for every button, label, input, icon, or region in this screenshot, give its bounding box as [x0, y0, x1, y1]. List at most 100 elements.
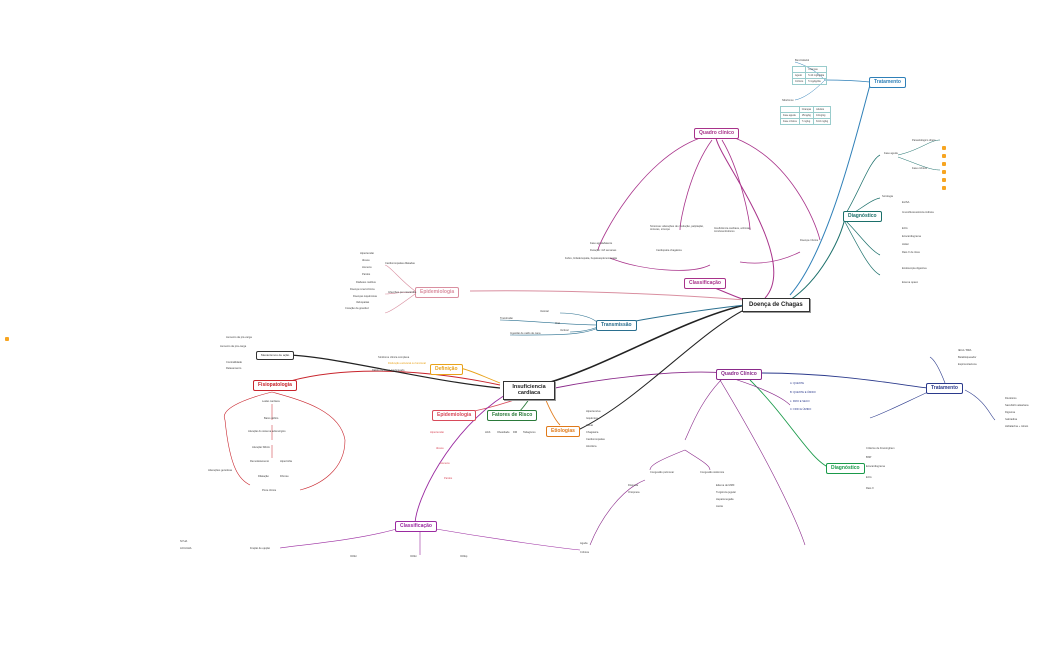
edge-diag-5	[897, 139, 941, 156]
topic-mecanismos[interactable]: Mecanismos de ação	[256, 351, 295, 360]
edge-icqc-4	[684, 449, 711, 471]
fisio-leaf: Ativação do sistema adrenérgico	[248, 430, 286, 433]
edge-class-3	[429, 527, 581, 551]
diag-leaf: Endoscopia digestiva	[902, 267, 927, 270]
et-leaf: Isquêmica	[586, 417, 598, 420]
ictrat-leaf: Hidralazina + nitrato	[1005, 425, 1029, 428]
mec-leaf: Contratilidade	[226, 361, 243, 364]
edge-central-epidemiologia	[469, 290, 746, 301]
central-topic-insuficiencia[interactable]: Insuficiencia cardiaca	[503, 381, 555, 400]
topic-quadro-clinico-chagas[interactable]: Quadro clínico	[694, 128, 740, 139]
edge-central-quadro-clinico	[715, 137, 775, 299]
edge-qc-1	[597, 137, 701, 251]
epi-leaf: Infecções por miocardite	[388, 291, 417, 294]
edge-ictrat-1	[869, 391, 929, 419]
fr-leaf: Obesidade	[497, 431, 510, 434]
icqc-leaf: Ascite	[716, 505, 724, 508]
epi-leaf: Valvopatias	[356, 301, 370, 304]
topic-epidemiologia-chagas[interactable]: Epidemiologia	[415, 287, 460, 298]
topic-fatores-risco[interactable]: Fatores de Risco	[487, 410, 538, 421]
ictrat-leaf: IECA / BRA	[958, 349, 972, 352]
topic-classificacao-ic[interactable]: Classificação	[395, 521, 437, 532]
icclass-leaf: Aguda	[580, 542, 588, 545]
edge-diag-6	[897, 156, 941, 171]
et-leaf: Hipertensiva	[586, 410, 601, 413]
def-leaf: Débito cardíaco inadequado	[372, 369, 405, 372]
diag-leaf: Holter	[902, 243, 909, 246]
edge-ic-qc	[554, 371, 726, 389]
qc-leaf: Febre, linfadenopatia, hepatoesplenomega…	[565, 257, 617, 260]
badge-icon	[942, 154, 946, 158]
fisio-leaf: Remodelamento	[250, 460, 270, 463]
epi-leaf: Hipertensão	[360, 252, 374, 255]
fisio-leaf: Fibrose	[280, 475, 289, 478]
epi-leaf: Doenças isquêmicas	[353, 295, 377, 298]
qc-leaf: Fase aguda/latente	[590, 242, 613, 245]
edge-fisio-1	[223, 391, 273, 486]
topic-classificacao-chagas[interactable]: Classificação	[684, 278, 726, 289]
icqc-leaf: C: FRIO E ÚMIDO	[790, 408, 812, 411]
topic-quadro-clinico-ic[interactable]: Quadro Clínico	[716, 369, 762, 380]
edge-ic-diag	[749, 379, 831, 469]
epi-leaf: Pardos	[362, 273, 371, 276]
diag-leaf: Parasitológico direto	[912, 139, 936, 142]
icqc-leaf: B: QUENTE E ÚMIDO	[790, 391, 816, 394]
epi-ic-leaf: Idosos	[436, 447, 444, 450]
edge-ic-trat	[759, 372, 929, 389]
badge-icon	[942, 146, 946, 150]
epi-leaf: Doença renal crônica	[350, 288, 375, 291]
icqc-leaf: Dispneia	[628, 484, 639, 487]
icqc-leaf: Congestão sistêmica	[700, 471, 725, 474]
topic-tratamento-chagas[interactable]: Tratamento	[869, 77, 906, 88]
epi-ic-leaf: Pardos	[444, 477, 453, 480]
ictrat-leaf: Diuréticos	[1005, 397, 1017, 400]
diag-leaf: Fase crônica	[912, 167, 927, 170]
diag-leaf: Sorologia	[882, 195, 893, 198]
ictrat-leaf: Sacubitril-valsartana	[1005, 404, 1029, 407]
topic-fisiopatologia[interactable]: Fisiopatologia	[253, 380, 297, 391]
edge-trat-1	[824, 79, 871, 83]
icclass-leaf: ICFEp	[460, 555, 468, 558]
badge-icon	[942, 178, 946, 182]
edge-ic-mec	[284, 354, 501, 389]
badge-icon	[942, 170, 946, 174]
mec-leaf: Aumento da pós-carga	[220, 345, 247, 348]
icdiag-leaf: Critérios de Framingham	[866, 447, 895, 450]
fisio-leaf: Alterações genéticas	[208, 469, 233, 472]
icdiag-leaf: BNP	[866, 456, 872, 459]
edge-transm-1	[559, 312, 599, 324]
topic-definicao[interactable]: Definição	[430, 364, 463, 375]
topic-epidemiologia-ic[interactable]: Epidemiologia	[432, 410, 477, 421]
epi-ic-leaf: Hipertensão	[430, 431, 444, 434]
edge-transm-4	[509, 327, 599, 336]
edge-qc-6	[739, 251, 801, 264]
fisio-leaf: Piora clínica	[262, 489, 277, 492]
topic-diagnostico-ic[interactable]: Diagnóstico	[826, 463, 865, 474]
fr-leaf: HAS	[485, 431, 491, 434]
edge-ic-class	[414, 394, 506, 526]
topic-transmissao[interactable]: Transmissão	[596, 320, 637, 331]
diag-leaf: ELISA	[902, 201, 910, 204]
epi-leaf: Homens	[362, 266, 372, 269]
icdiag-leaf: Ecocardiograma	[866, 465, 885, 468]
central-topic-chagas[interactable]: Doença de Chagas	[742, 298, 810, 312]
topic-diagnostico-chagas[interactable]: Diagnóstico	[843, 211, 882, 222]
icclass-leaf: Crônica	[580, 551, 589, 554]
epi-leaf: Coração da gravidez	[345, 307, 369, 310]
ictrat-leaf: Digoxina	[1005, 411, 1016, 414]
topic-etiologias[interactable]: Etiologias	[546, 426, 580, 437]
diag-leaf: Enema opaco	[902, 281, 919, 284]
et-leaf: Cardiomiopatias	[586, 438, 605, 441]
mec-leaf: Aumento da pré-carga	[226, 336, 252, 339]
ictrat-leaf: Betabloqueador	[958, 356, 977, 359]
topic-tratamento-ic[interactable]: Tratamento	[926, 383, 963, 394]
edge-fisio-2	[271, 391, 346, 491]
fisio-leaf: Ativação SRAA	[252, 446, 270, 449]
edge-class-1	[279, 527, 401, 549]
icclass-leaf: ICFEr	[350, 555, 357, 558]
transm-leaf: Oral	[555, 322, 560, 325]
edge-central-diagnostico	[789, 217, 846, 301]
diag-leaf: ECG	[902, 227, 908, 230]
